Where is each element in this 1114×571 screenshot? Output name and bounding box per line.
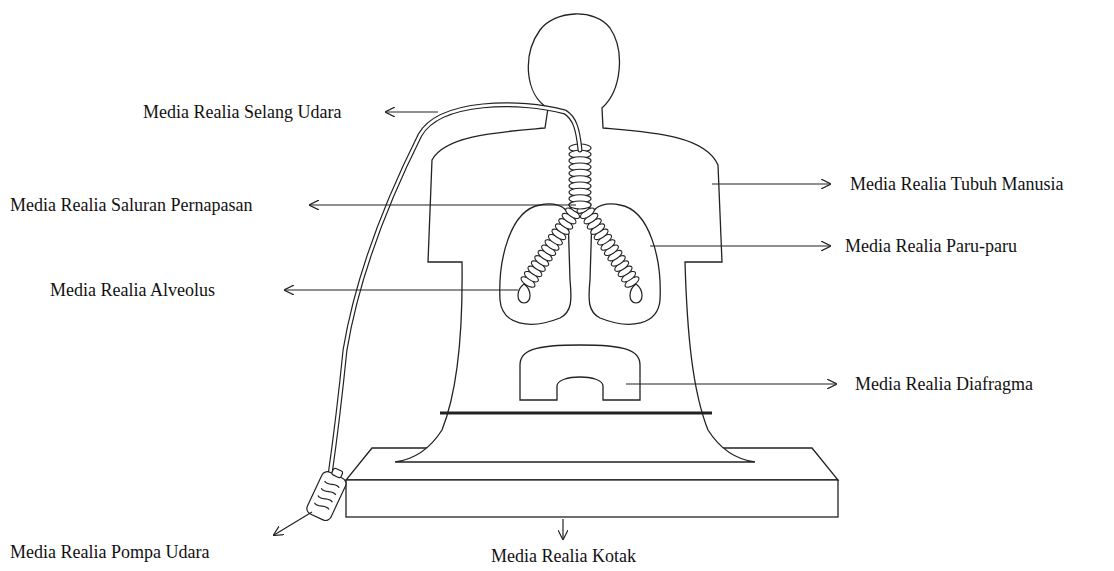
part-label: Media Realia Kotak [491, 545, 636, 567]
lungs [500, 204, 660, 324]
diaphragm [520, 345, 640, 400]
part-label: Media Realia Selang Udara [143, 101, 341, 123]
part-label: Media Realia Alveolus [50, 279, 215, 301]
alveoli [518, 284, 642, 303]
leader-arrows [274, 112, 836, 539]
part-label: Media Realia Pompa Udara [10, 541, 209, 563]
part-label: Media Realia Diafragma [855, 373, 1033, 395]
airway-rings [519, 144, 640, 289]
part-label: Media Realia Saluran Pernapasan [10, 194, 252, 216]
part-label: Media Realia Tubuh Manusia [850, 173, 1064, 195]
part-label: Media Realia Paru-paru [845, 235, 1017, 257]
air-pump [305, 464, 351, 522]
human-body [395, 14, 755, 462]
